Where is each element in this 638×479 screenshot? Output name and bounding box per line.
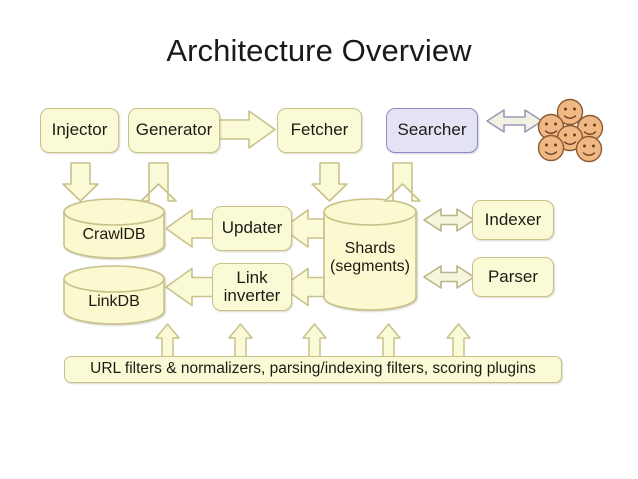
smiley-face-icon [537, 134, 565, 162]
node-plugins-bar-label: URL filters & normalizers, parsing/index… [90, 360, 536, 378]
arrow-plugins-up-5 [446, 323, 471, 358]
node-searcher-label: Searcher [397, 120, 467, 140]
node-parser-label: Parser [487, 266, 539, 286]
arrow-linkinverter-to-linkdb [165, 267, 215, 307]
arrow-injector-to-crawldb [62, 162, 99, 202]
node-indexer-label: Indexer [484, 209, 542, 229]
page-title: Architecture Overview [166, 33, 472, 68]
crawldb-cylinder [63, 198, 165, 259]
shards-cylinder [323, 198, 417, 311]
arrow-plugins-up-3 [302, 323, 327, 358]
node-generator[interactable]: Generator [128, 108, 220, 153]
node-fetcher-label: Fetcher [290, 120, 349, 140]
arrow-fetcher-to-shards [311, 162, 348, 202]
node-updater[interactable]: Updater [212, 206, 292, 251]
arrow-searcher-to-users [486, 109, 543, 133]
users-smiley-cluster [537, 98, 604, 163]
arrow-crawldb-to-generator [140, 162, 177, 202]
arrow-generator-to-fetcher [218, 110, 276, 149]
node-generator-label: Generator [135, 120, 213, 140]
node-link-inverter[interactable]: Link inverter [212, 263, 292, 311]
node-plugins-bar[interactable]: URL filters & normalizers, parsing/index… [64, 356, 562, 383]
arrow-shards-to-parser [423, 265, 475, 289]
node-injector[interactable]: Injector [40, 108, 119, 153]
arrow-plugins-up-2 [228, 323, 253, 358]
arrow-shards-to-indexer [423, 208, 475, 232]
linkdb-cylinder [63, 265, 165, 325]
arrow-plugins-up-1 [155, 323, 180, 358]
node-searcher[interactable]: Searcher [386, 108, 478, 153]
smiley-face-icon [556, 98, 584, 126]
arrow-shards-to-searcher [384, 162, 421, 202]
node-injector-label: Injector [51, 120, 108, 140]
arrow-updater-to-crawldb [165, 209, 215, 248]
node-indexer[interactable]: Indexer [472, 200, 554, 240]
arrow-shards-to-updater [281, 209, 325, 248]
arrow-plugins-up-4 [376, 323, 401, 358]
smiley-face-icon [575, 135, 603, 163]
node-link-inverter-label-line2: inverter [223, 286, 281, 305]
node-fetcher[interactable]: Fetcher [277, 108, 362, 153]
arrow-shards-to-linkinverter [281, 267, 325, 307]
node-parser[interactable]: Parser [472, 257, 554, 297]
node-updater-label: Updater [221, 218, 283, 238]
node-link-inverter-label-line1: Link [236, 267, 268, 287]
